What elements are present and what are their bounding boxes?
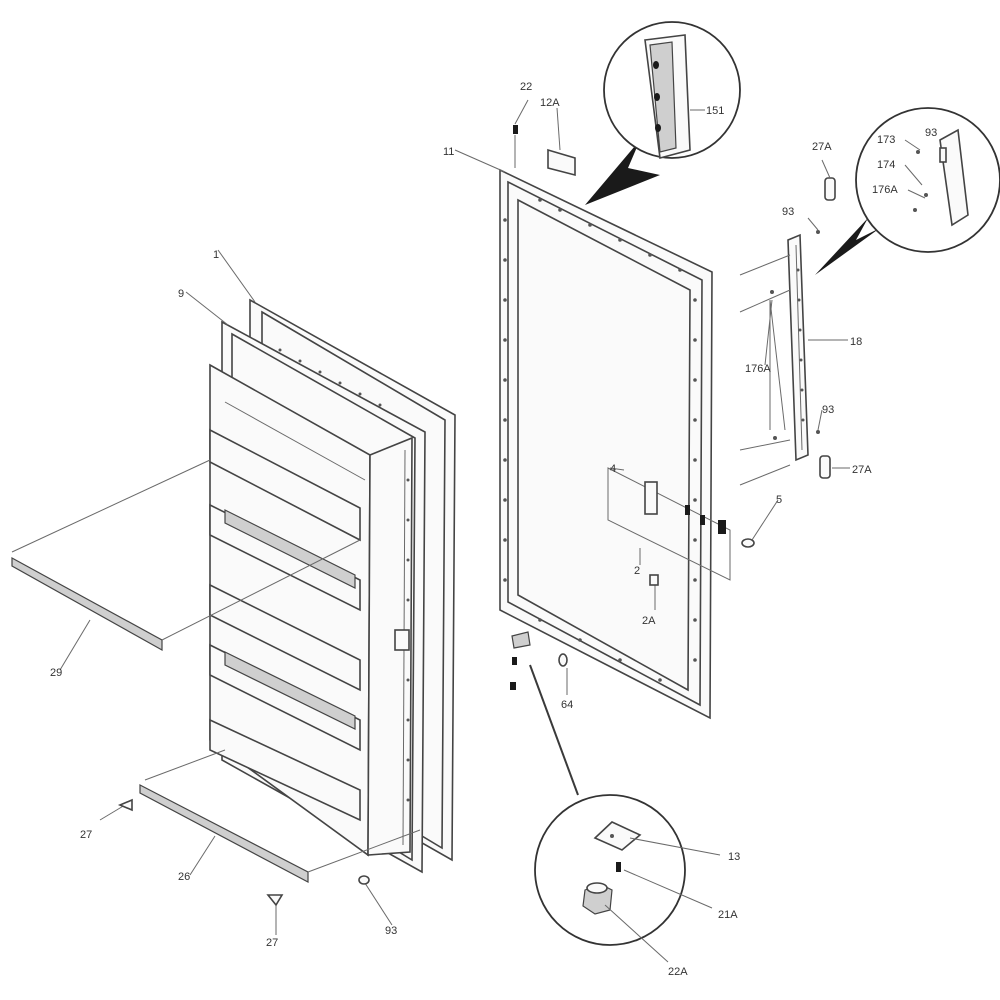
label-26: 26 xyxy=(178,871,190,883)
label-11: 11 xyxy=(443,146,454,158)
shelf-bar-29 xyxy=(11,459,361,652)
label-9: 9 xyxy=(178,288,184,300)
inset-gasket-detail xyxy=(585,21,741,205)
label-27-b: 27 xyxy=(266,937,278,949)
label-18: 18 xyxy=(850,336,862,348)
handle-texture xyxy=(796,268,805,422)
label-64: 64 xyxy=(561,699,573,711)
panel-screw-holes xyxy=(503,198,697,682)
label-176a: 176A xyxy=(745,363,771,375)
part-labels: 1 9 11 22 12A 151 27A 173 93 174 176A 93… xyxy=(50,81,937,978)
label-4: 4 xyxy=(610,463,616,475)
outer-door-panel xyxy=(499,125,755,720)
label-27-a: 27 xyxy=(80,829,92,841)
loose-fasteners xyxy=(117,574,659,907)
handle-assembly xyxy=(739,177,836,486)
shelf-bar-26 xyxy=(139,749,421,883)
inset-hinge-detail xyxy=(529,664,721,963)
label-22: 22 xyxy=(520,81,532,93)
label-12a: 12A xyxy=(540,97,560,109)
label-29: 29 xyxy=(50,667,62,679)
label-93-b: 93 xyxy=(822,404,834,416)
liner-screw-holes xyxy=(278,348,410,802)
label-2a: 2A xyxy=(642,615,656,627)
label-174: 174 xyxy=(877,159,895,171)
inset-handle-detail xyxy=(815,107,1000,275)
label-5: 5 xyxy=(776,494,782,506)
leader-lines xyxy=(59,99,850,935)
label-22a: 22A xyxy=(668,966,688,978)
label-151: 151 xyxy=(706,105,724,117)
label-13: 13 xyxy=(728,851,740,863)
label-173: 173 xyxy=(877,134,895,146)
label-93-a: 93 xyxy=(782,206,794,218)
label-1: 1 xyxy=(213,249,219,261)
door-liner xyxy=(209,298,456,874)
label-21a: 21A xyxy=(718,909,738,921)
label-27a-top: 27A xyxy=(812,141,832,153)
label-176a-inset: 176A xyxy=(872,184,898,196)
label-93-inset: 93 xyxy=(925,127,937,139)
label-93-c: 93 xyxy=(385,925,397,937)
label-27a-right: 27A xyxy=(852,464,872,476)
label-2: 2 xyxy=(634,565,640,577)
